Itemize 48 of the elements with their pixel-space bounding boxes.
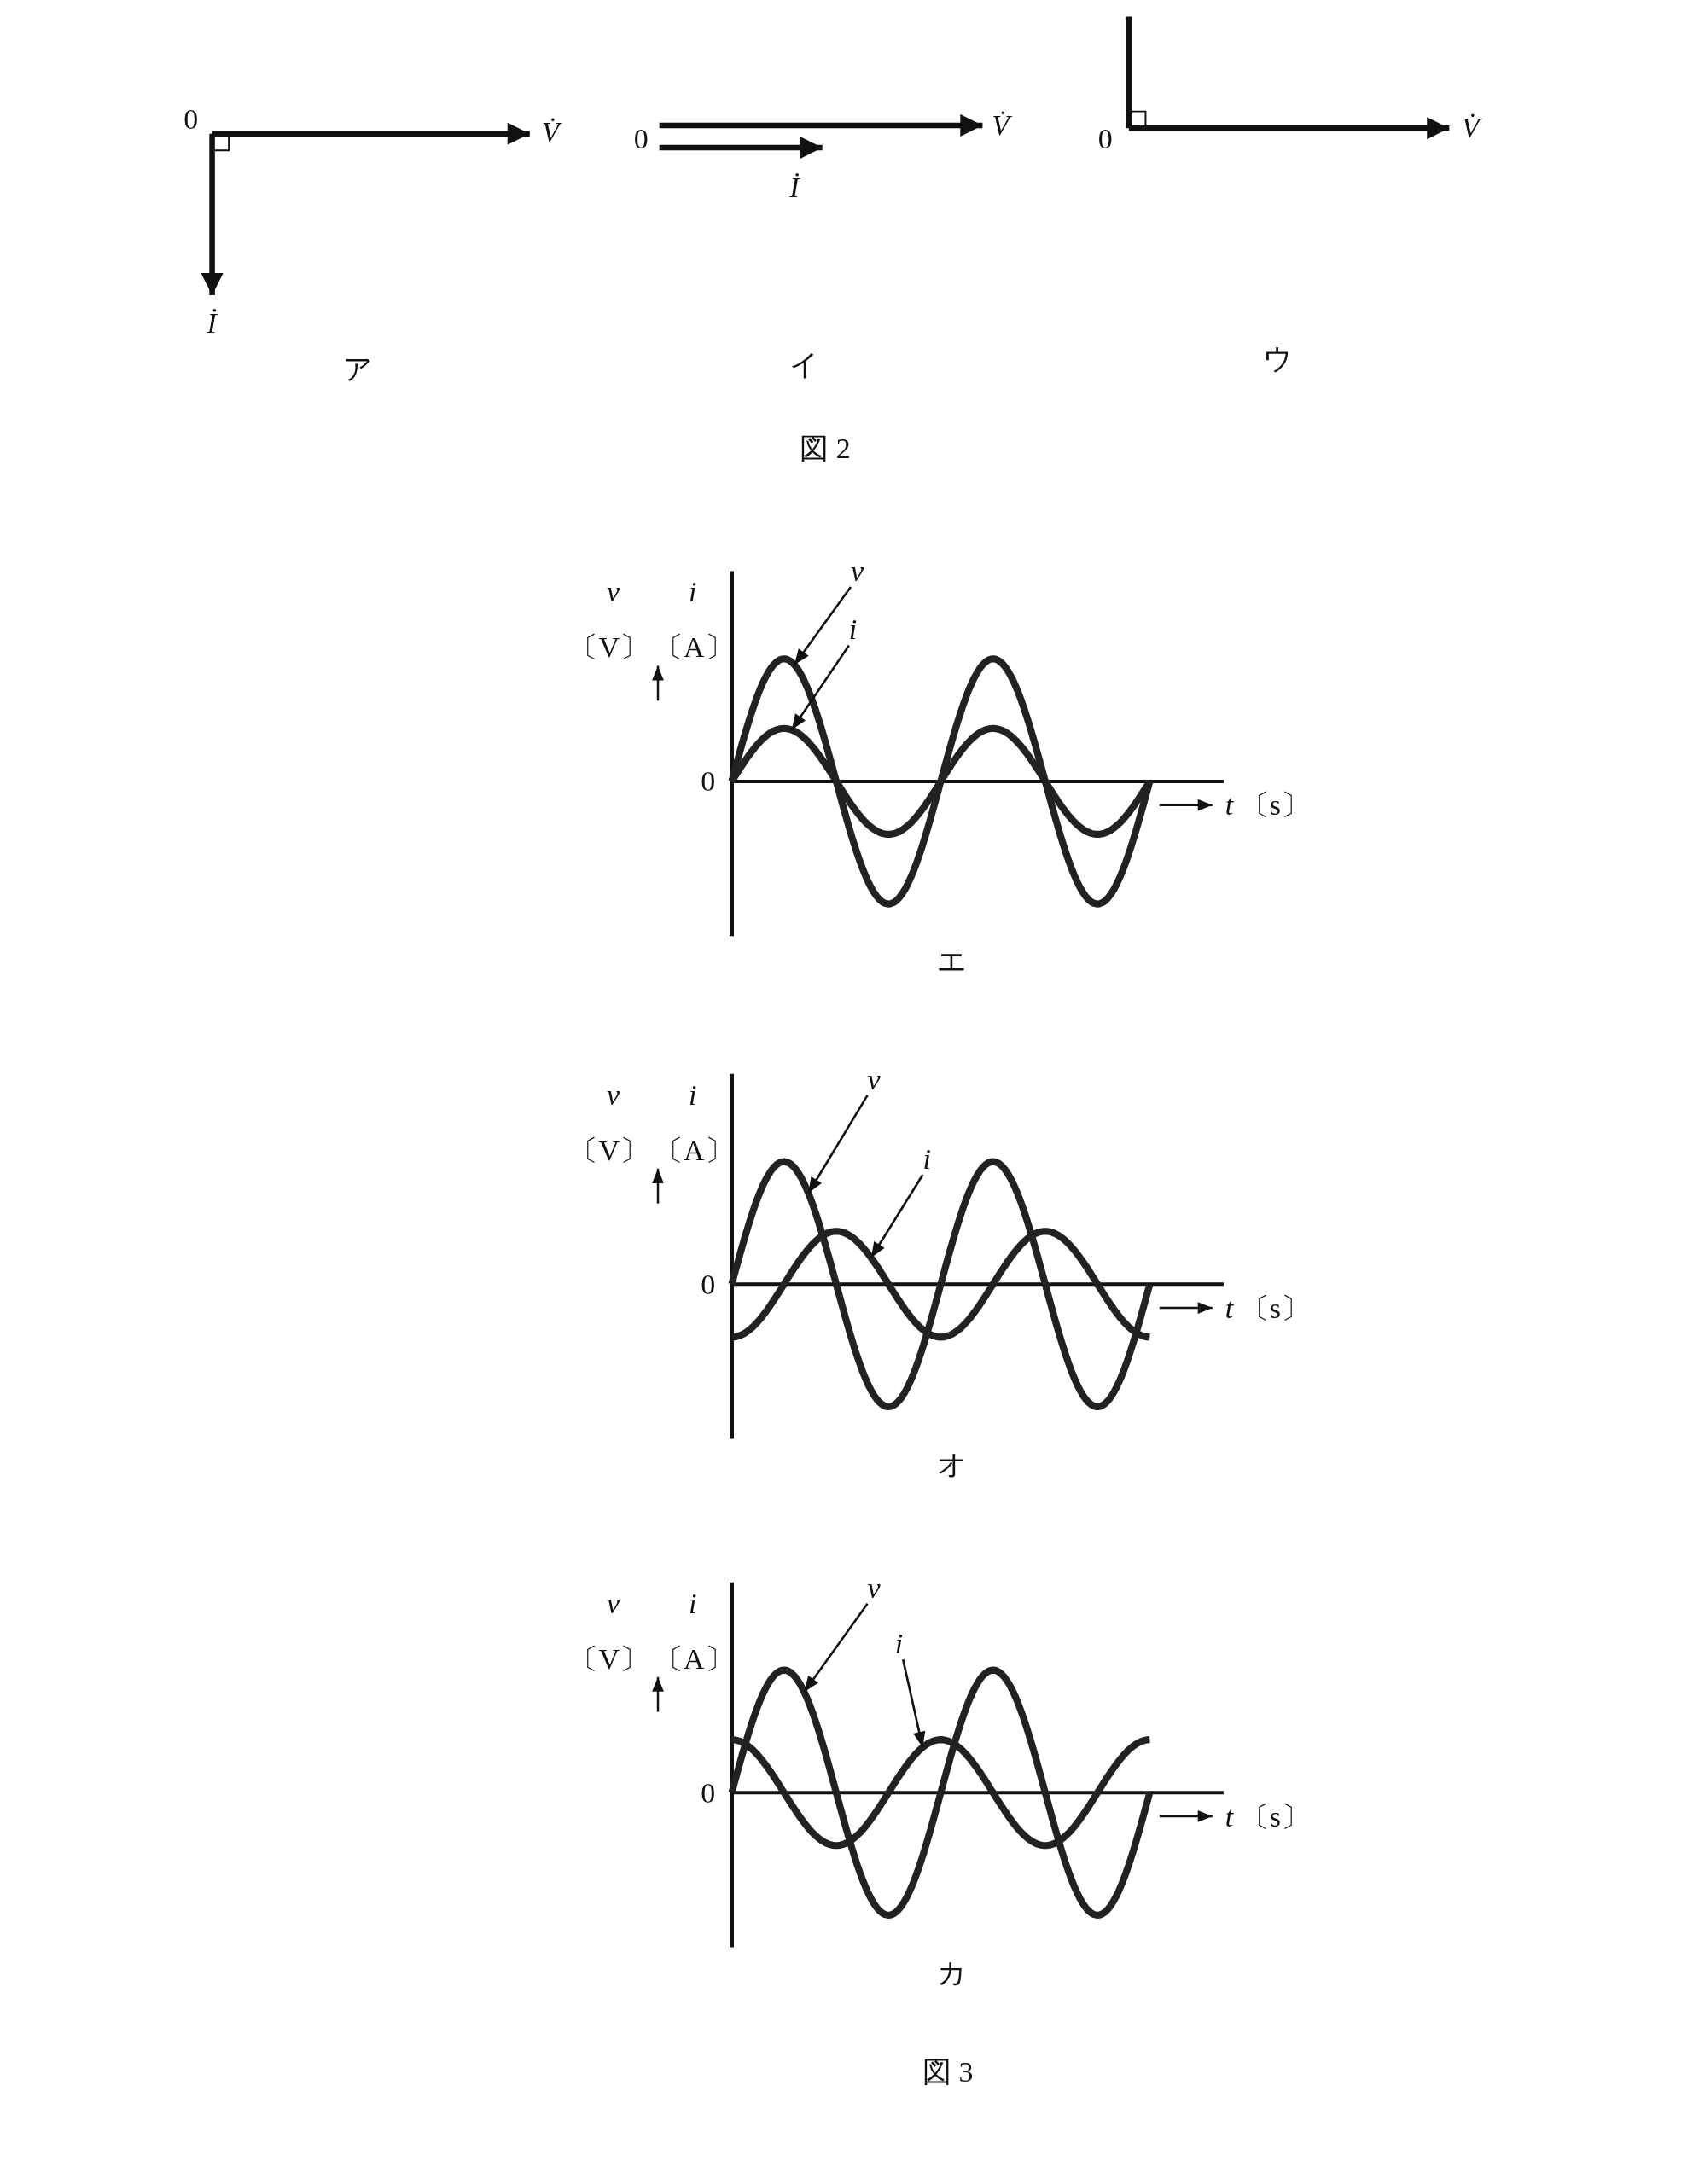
axis-label: 〔s〕 (1240, 1292, 1311, 1325)
leader-line (870, 1174, 924, 1258)
leader-line (793, 586, 852, 666)
axis-label: 0 (701, 765, 716, 798)
figure-label: ア (343, 353, 374, 386)
curve-label: v (850, 555, 864, 588)
axis-label: 0 (633, 123, 649, 155)
axis-label: 0 (183, 103, 199, 136)
axis-label: t (1225, 1292, 1234, 1325)
figure-label: イ (788, 349, 819, 381)
axis-label: 0 (1097, 123, 1113, 155)
axis-label: 0 (701, 1777, 716, 1809)
curve-label: v (867, 1064, 881, 1096)
curve-label: i (894, 1628, 904, 1660)
leader-line (803, 1603, 869, 1693)
waveform-curve (728, 1666, 1154, 1919)
axis-label: İ (207, 307, 217, 340)
waveform-curve (728, 655, 1154, 908)
leader-line (790, 644, 850, 731)
curve-label: i (922, 1143, 931, 1176)
axis-label: i (689, 1588, 697, 1620)
figure-label: ウ (1263, 343, 1294, 376)
axis-label: i (689, 1079, 697, 1112)
leader-line (901, 1658, 926, 1748)
figure-label: オ (937, 1448, 968, 1481)
axis-label: 〔A〕 (655, 1135, 734, 1167)
axis-label: 〔s〕 (1240, 789, 1311, 822)
axis-label: 〔V〕 (569, 631, 649, 665)
axis-label: 0 (701, 1269, 716, 1301)
leader-line (807, 1095, 869, 1194)
figure-caption: 図 3 (922, 2056, 974, 2088)
axis-label: 〔A〕 (655, 631, 734, 665)
axis-label: İ (789, 171, 800, 205)
axis-label: t (1225, 1801, 1234, 1833)
curve-label: i (848, 613, 858, 646)
figure-label: カ (937, 1957, 968, 1989)
axis-label: i (689, 576, 697, 608)
axis-label: 〔A〕 (655, 1643, 734, 1676)
axis-label: t (1225, 789, 1234, 822)
axis-label: v (607, 576, 620, 608)
axis-label: 〔V〕 (569, 1135, 649, 1167)
axis-label: v (607, 1079, 620, 1112)
axis-label: 〔V〕 (569, 1643, 649, 1676)
axis-label: 〔s〕 (1240, 1801, 1311, 1833)
figure-label: エ (937, 945, 968, 978)
figure-caption: 図 2 (800, 433, 851, 465)
axis-label: v (607, 1588, 620, 1620)
curve-label: v (867, 1572, 881, 1605)
